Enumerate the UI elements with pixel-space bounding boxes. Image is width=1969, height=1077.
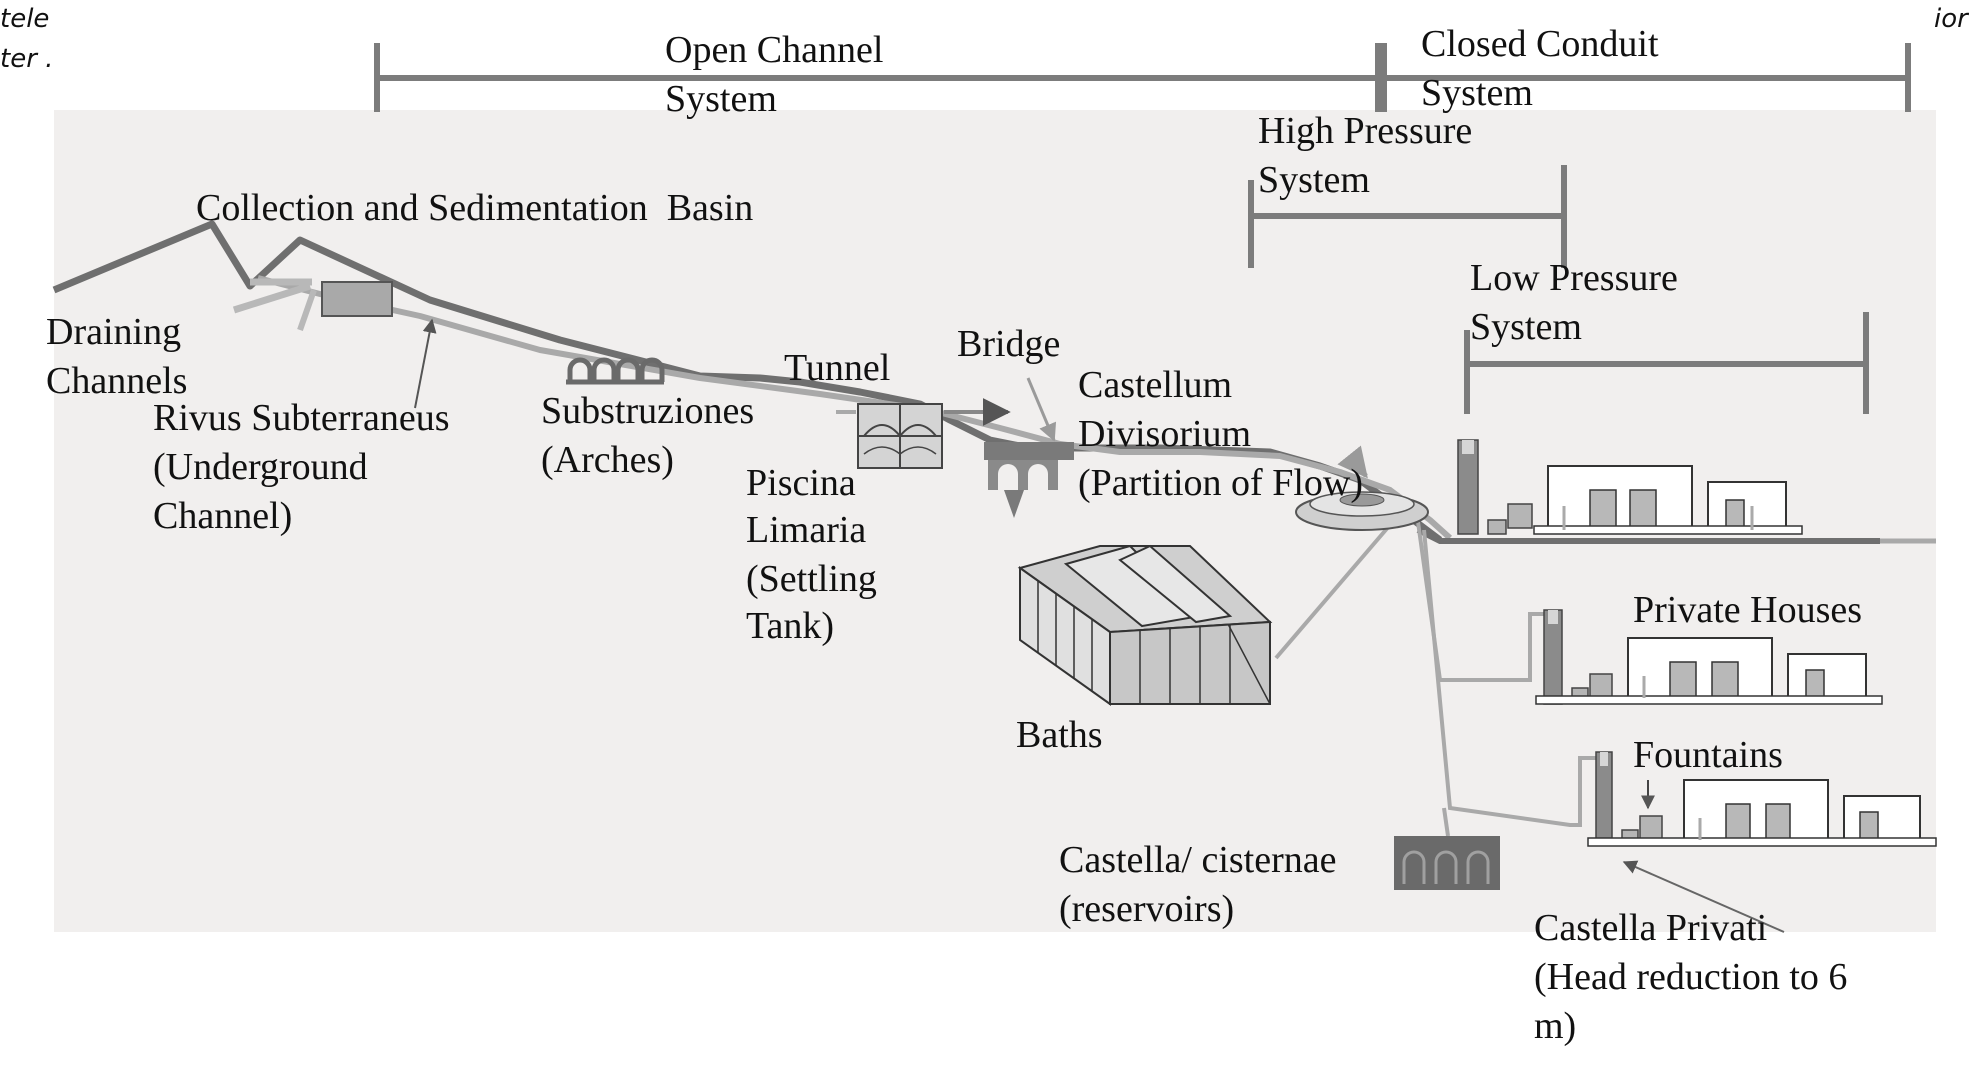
reservoir-icon [1394, 836, 1500, 890]
rivus-pointer [414, 318, 437, 409]
houses-group-fountains [1587, 751, 1937, 847]
label-piscina-4: Tank) [746, 605, 835, 647]
label-closed-conduit-2: System [1421, 72, 1533, 114]
label-rivus-3: Channel) [153, 495, 293, 537]
bridge-pointer [1026, 377, 1057, 442]
castellum-pointer [1337, 445, 1368, 479]
label-tunnel: Tunnel [784, 347, 891, 389]
edge-fragment-top-left: tele [0, 4, 50, 34]
label-bridge: Bridge [957, 323, 1061, 365]
label-collection-basin: Collection and Sedimentation Basin [196, 187, 754, 229]
label-rivus-1: Rivus Subterraneus [153, 397, 450, 439]
label-piscina-2: Limaria [746, 509, 867, 551]
label-private-houses: Private Houses [1633, 589, 1863, 631]
label-castella-privati-3: m) [1534, 1005, 1577, 1047]
castellum-icon [1295, 491, 1429, 531]
branch-to-fountains [1422, 529, 1598, 827]
label-high-pressure-1: High Pressure [1258, 110, 1473, 152]
label-castellum-1: Castellum [1078, 364, 1233, 406]
label-low-pressure-1: Low Pressure [1470, 257, 1678, 299]
label-castella-cisternae-2: (reservoirs) [1059, 888, 1235, 930]
branch-to-baths [1274, 516, 1398, 660]
baths-icon [1017, 544, 1273, 706]
bracket-low-pressure [1464, 312, 1869, 414]
bracket-open-channel [374, 43, 1381, 112]
conduit-line [257, 275, 1453, 541]
branch-to-cisternae [1442, 807, 1450, 837]
label-substruzione-1: Substruziones [541, 390, 755, 432]
label-castellum-2: Divisorium [1078, 413, 1252, 455]
castella-privati-pointer [1622, 860, 1785, 933]
label-castella-cisternae-1: Castella/ cisternae [1059, 839, 1337, 881]
label-draining-channels-2: Channels [46, 360, 188, 402]
draining-arrow-3 [297, 289, 317, 331]
label-rivus-2: (Underground [153, 446, 368, 488]
collection-basin [321, 281, 393, 317]
label-draining-channels-1: Draining [46, 311, 182, 353]
bridge-icon [984, 442, 1074, 518]
label-open-channel-1: Open Channel [665, 29, 884, 71]
label-castella-privati-1: Castella Privati [1534, 907, 1768, 949]
label-baths: Baths [1016, 714, 1103, 756]
label-closed-conduit-1: Closed Conduit [1421, 23, 1659, 65]
edge-fragment-top-right: ior [1934, 4, 1968, 34]
label-open-channel-2: System [665, 78, 777, 120]
bracket-high-pressure [1248, 165, 1567, 268]
label-castellum-3: (Partition of Flow) [1078, 462, 1363, 504]
label-low-pressure-2: System [1470, 306, 1582, 348]
houses-group-private [1535, 609, 1883, 705]
edge-fragment-left: ter . [0, 44, 54, 74]
arches-icon [566, 357, 665, 385]
label-substruzione-2: (Arches) [541, 439, 674, 481]
bracket-closed-conduit [1381, 43, 1911, 112]
label-piscina-1: Piscina [746, 462, 856, 504]
houses-group-low-pressure [1457, 439, 1803, 535]
label-piscina-3: (Settling [746, 558, 877, 600]
label-high-pressure-2: System [1258, 159, 1370, 201]
settling-tank-icon [857, 403, 943, 469]
label-castella-privati-2: (Head reduction to 6 [1534, 956, 1848, 998]
label-fountains: Fountains [1633, 734, 1783, 776]
draining-arrow-2 [232, 282, 312, 314]
